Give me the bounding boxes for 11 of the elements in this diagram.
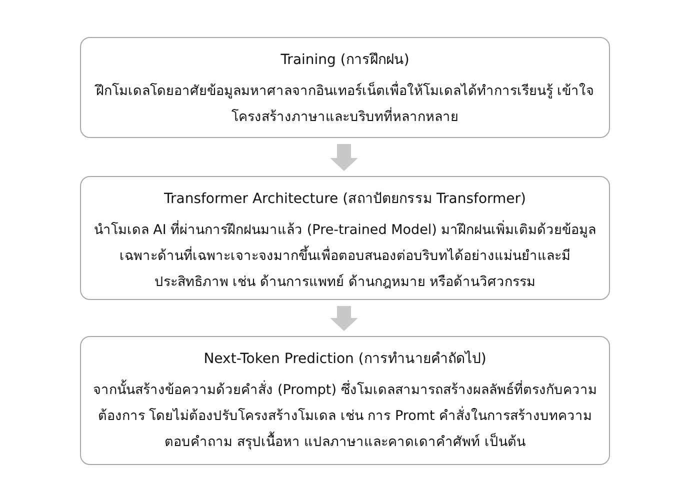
box-title: Training (การฝึกฝน): [280, 51, 410, 70]
box-description: จากนั้นสร้างข้อความด้วยคำสั่ง (Prompt) ซึ่งโมเดลสามารถสร้างผลลัพธ์ที่ตรงกับความต้องการ โดยไม่ต้องปรับโครงสร้างโมเดล เช่น การ Promt คำสั่งในการสร้างบทความตอบคำถาม สรุปเนื้อหา แปลภาษาและคาดเดาคำศัพท์ เป็นต้น: [91, 377, 599, 455]
process-box: [80, 37, 610, 138]
arrow: [330, 144, 358, 171]
box-description: นำโมเดล AI ที่ผ่านการฝึกฝนมาแล้ว (Pre-trained Model) มาฝึกฝนเพิ่มเติมด้วยข้อมูลเฉพาะด้านที่เฉพาะเจาะจงมากขึ้นเพื่อตอบสนองต่อบริบทได้อย่างแม่นยำและมีประสิทธิภาพ เช่น ด้านการแพทย์ ด้านกฎหมาย หรือด้านวิศวกรรม: [92, 219, 598, 292]
box-description: ฝึกโมเดลโดยอาศัยข้อมูลมหาศาลจากอินเทอร์เน็ตเพื่อให้โมเดลได้ทำการเรียนรู้ เข้าใจโครงสร้างภาษาและบริบทที่หลากหลาย: [94, 80, 596, 127]
process-box: [80, 176, 610, 300]
arrow: [330, 306, 358, 331]
process-box: [80, 336, 610, 465]
box-title: Transformer Architecture (สถาปัตยกรรม Transformer): [163, 190, 527, 209]
box-title: Next-Token Prediction (การทำนายคำถัดไป): [202, 350, 488, 369]
